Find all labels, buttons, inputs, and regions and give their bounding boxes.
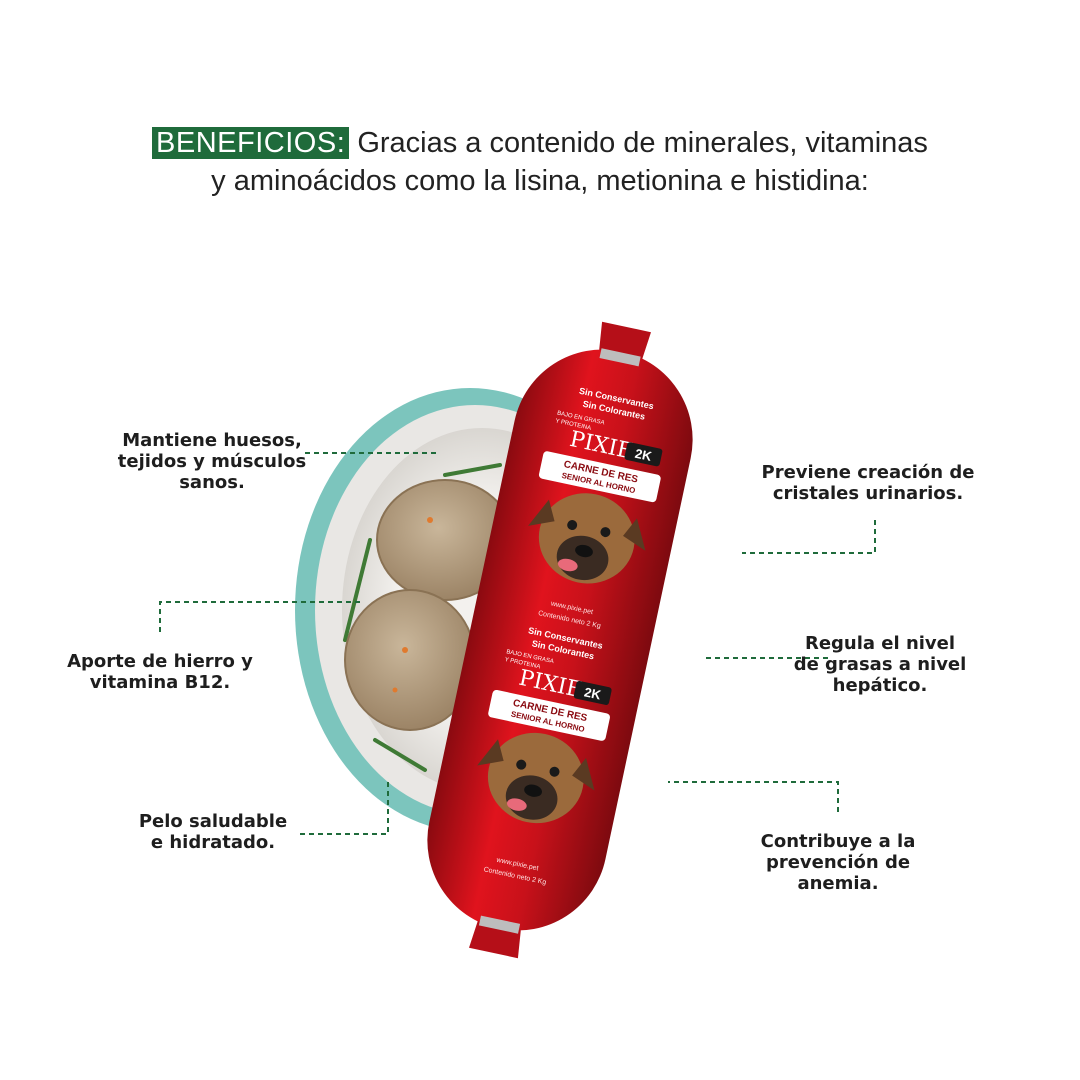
size-badge: 2K [634, 446, 654, 464]
connector-left-2 [159, 601, 360, 632]
benefit-line: vitamina B12. [89, 672, 231, 693]
header-text-1: Gracias a contenido de minerales, vitami… [357, 127, 928, 159]
size-badge-2: 2K [583, 684, 603, 702]
benefit-line: Previene creación de [761, 462, 975, 483]
rosemary-sprigs [343, 463, 502, 772]
benefit-line: sanos. [179, 472, 245, 493]
benefit-line: prevención de [765, 852, 911, 873]
header-line-2: y aminoácidos como la lisina, metionina … [211, 165, 869, 197]
benefits-header: BENEFICIOS: Gracias a contenido de miner… [0, 124, 1080, 200]
benefit-line: tejidos y músculos [117, 451, 307, 472]
benefit-anemia: Contribuye a la prevención de anemia. [750, 831, 926, 894]
benefit-line: Pelo saludable [138, 811, 288, 832]
header-line-1: BENEFICIOS: Gracias a contenido de miner… [0, 124, 1080, 162]
connector-lines [159, 452, 876, 835]
benefits-tag: BENEFICIOS: [152, 127, 350, 159]
patties [344, 479, 514, 731]
benefit-line: cristales urinarios. [772, 483, 964, 504]
benefit-line: e hidratado. [150, 832, 276, 853]
benefit-liver-fat: Regula el nivel de grasas a nivel hepáti… [782, 633, 978, 696]
dog-illustration-2 [477, 732, 595, 824]
product-roll: Sin Conservantes Sin Colorantes BAJO EN … [427, 321, 693, 959]
benefit-healthy-hair: Pelo saludable e hidratado. [128, 811, 298, 853]
benefit-line: Contribuye a la [760, 831, 916, 852]
connector-right-3 [668, 781, 839, 812]
benefit-line: Regula el nivel [804, 633, 956, 654]
benefit-iron-b12: Aporte de hierro y vitamina B12. [62, 651, 258, 693]
connector-right-1 [742, 520, 876, 554]
connector-left-3 [300, 780, 389, 835]
dog-illustration [528, 493, 646, 584]
roll-top-crimp [599, 321, 651, 359]
benefit-bones-muscles: Mantiene huesos, tejidos y músculos sano… [112, 430, 312, 493]
benefit-urinary-crystals: Previene creación de cristales urinarios… [756, 462, 980, 504]
benefit-line: de grasas a nivel [793, 654, 967, 675]
benefit-line: Mantiene huesos, [122, 430, 302, 451]
benefit-line: Aporte de hierro y [67, 651, 253, 672]
benefit-line: hepático. [832, 675, 928, 696]
benefit-line: anemia. [797, 873, 879, 894]
